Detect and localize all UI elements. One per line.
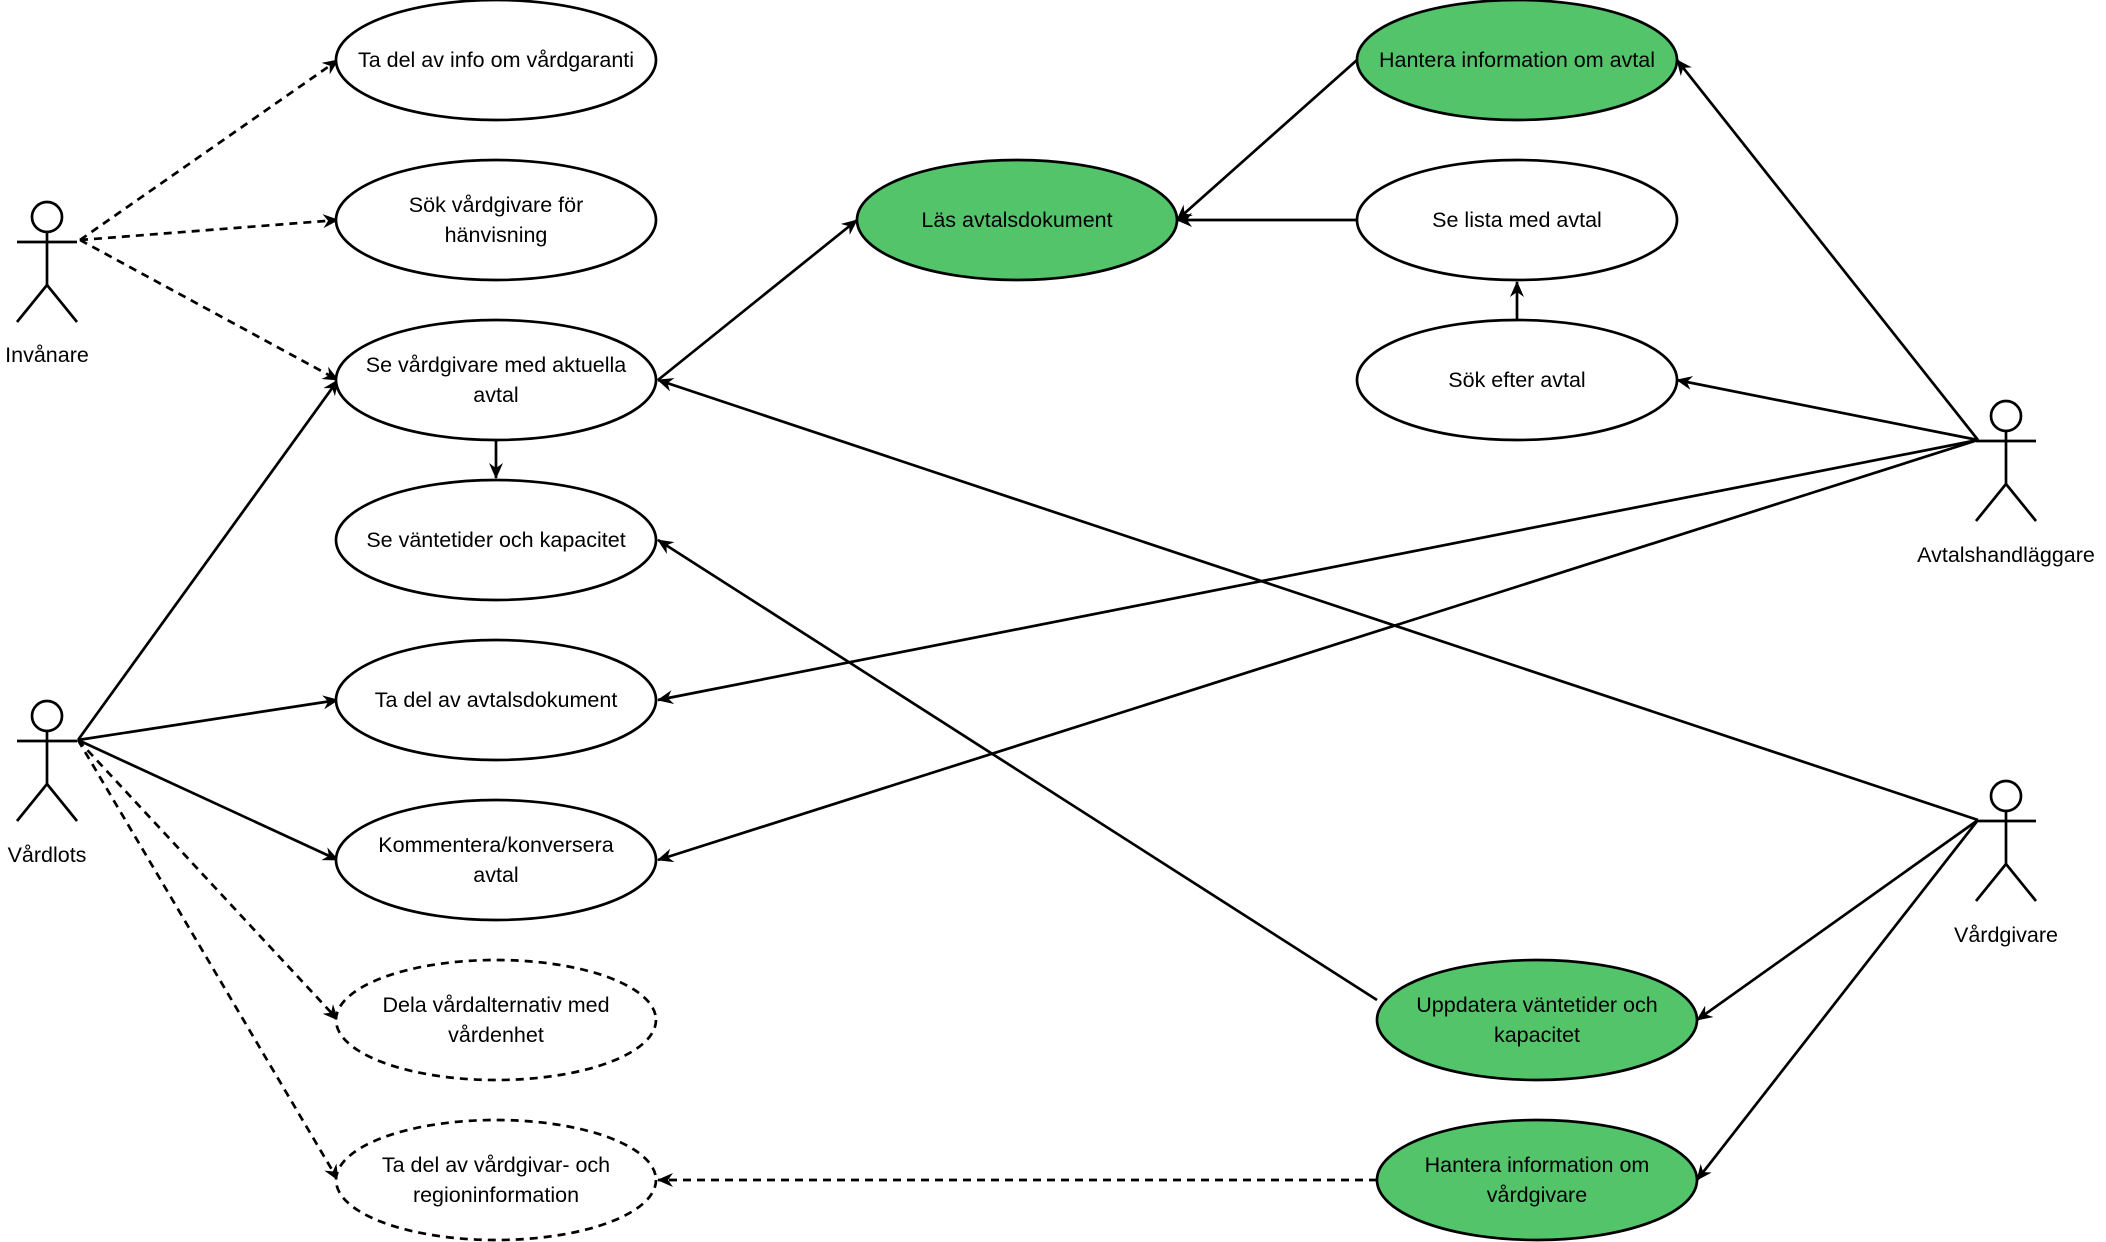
relation-invanare-to-uc_sok_hanvisning [79,214,339,242]
use-case-label: Sök efter avtal [1448,368,1585,392]
relation-vardgivare-to-uc_hantera_vardgivare [1695,819,1980,1181]
use-case-label: kapacitet [1494,1023,1580,1047]
relation-avtalshandlaggare-to-uc_ta_del_avtal [657,438,1979,704]
use-case-label: Läs avtalsdokument [921,208,1112,232]
use-case-label: Ta del av info om vårdgaranti [358,48,634,72]
relation-vardgivare-to-uc_se_vardgivare [657,378,1979,822]
relation-vardlots-to-uc_se_vardgivare [76,379,340,741]
use-case-uc-vardgaranti[interactable]: Ta del av info om vårdgaranti [334,0,658,122]
relation-uc_se_vardgivare-to-uc_las_avtal [657,218,858,382]
use-case-ellipse [334,1118,658,1242]
use-case-uc-las-avtal[interactable]: Läs avtalsdokument [855,158,1179,282]
relation-invanare-to-uc_se_vardgivare [79,238,339,382]
use-case-label: Se vårdgivare med aktuella [366,353,627,377]
relation-avtalshandlaggare-to-uc_hantera_avtal [1675,59,1980,441]
stick-figure-icon [1974,779,2038,902]
use-case-uc-hantera-vardgivare[interactable]: Hantera information om vårdgivare [1375,1118,1699,1242]
stick-figure-icon [1974,399,2038,522]
use-case-ellipse [334,318,658,442]
use-case-label: vårdenhet [448,1023,544,1047]
use-case-uc-se-vardgivare[interactable]: Se vårdgivare med aktuella avtal [334,318,658,442]
use-case-uc-kommentera[interactable]: Kommentera/konversera avtal [334,798,658,922]
use-case-label: Hantera information om avtal [1379,48,1655,72]
relation-vardlots-to-uc_ta_del_avtal [77,695,339,742]
relation-uc_uppdatera-to-uc_vantetider [657,538,1378,1002]
relation-vardlots-to-uc_dela [77,739,339,1021]
use-case-label: Ta del av vårdgivar- och [382,1153,610,1177]
actor-avtalshandlaggare[interactable]: Avtalshandläggare [1917,399,2095,567]
use-case-uc-uppdatera[interactable]: Uppdatera väntetider och kapacitet [1375,958,1699,1082]
use-case-ellipse [1355,0,1679,122]
use-case-label: Se lista med avtal [1432,208,1602,232]
use-case-ellipse [334,958,658,1082]
use-case-label: avtal [473,383,518,407]
stick-figure-icon [15,200,79,323]
use-case-uc-dela[interactable]: Dela vårdalternativ med vårdenhet [334,958,658,1082]
relation-invanare-to-uc_vardgaranti [79,58,339,242]
use-case-label: Kommentera/konversera [378,833,613,857]
use-case-label: Se väntetider och kapacitet [366,528,625,552]
use-case-uc-ta-del-avtal[interactable]: Ta del av avtalsdokument [334,638,658,762]
use-case-label: hänvisning [445,223,548,247]
use-case-uc-sok-hanvisning[interactable]: Sök vårdgivare för hänvisning [334,158,658,282]
use-case-label: Sök vårdgivare för [409,193,583,217]
actor-label: Avtalshandläggare [1917,543,2095,567]
stick-figure-icon [15,699,79,822]
use-case-ellipse [1375,958,1699,1082]
use-case-label: avtal [473,863,518,887]
actor-vardlots[interactable]: Vårdlots [8,699,87,867]
use-case-ellipse [334,638,658,762]
use-case-label: Dela vårdalternativ med [382,993,609,1017]
use-case-ellipse [334,158,658,282]
actor-label: Invånare [5,343,89,367]
relation-avtalshandlaggare-to-uc_kommentera [657,438,1979,863]
use-case-ellipse [1355,158,1679,282]
use-case-ellipse [334,798,658,922]
relation-vardlots-to-uc_kommentera [77,738,339,862]
actor-label: Vårdgivare [1954,923,2058,947]
use-case-label: Ta del av avtalsdokument [375,688,618,712]
use-case-uc-hantera-avtal[interactable]: Hantera information om avtal [1355,0,1679,122]
use-case-uc-vantetider[interactable]: Se väntetider och kapacitet [334,478,658,602]
use-case-label: vårdgivare [1487,1183,1587,1207]
relation-vardgivare-to-uc_uppdatera [1696,818,1979,1022]
use-case-label: Hantera information om [1425,1153,1650,1177]
relation-uc_hantera_avtal-to-uc_las_avtal [1176,58,1358,222]
actor-label: Vårdlots [8,843,87,867]
use-case-label: regioninformation [413,1183,579,1207]
use-case-ellipse [1375,1118,1699,1242]
use-case-ellipse [334,0,658,122]
use-case-uc-se-lista[interactable]: Se lista med avtal [1355,158,1679,282]
use-case-ellipse [855,158,1179,282]
relation-avtalshandlaggare-to-uc_sok_avtal [1676,376,1979,442]
use-case-label: Uppdatera väntetider och [1416,993,1657,1017]
use-case-uc-ta-del-region[interactable]: Ta del av vårdgivar- och regioninformatio… [334,1118,658,1242]
relations-layer [76,58,1980,1187]
use-case-ellipse [1355,318,1679,442]
actor-vardgivare[interactable]: Vårdgivare [1954,779,2058,947]
use-case-ellipse [334,478,658,602]
use-case-uc-sok-avtal[interactable]: Sök efter avtal [1355,318,1679,442]
relation-vardlots-to-uc_ta_del_region [76,739,340,1181]
actor-invanare[interactable]: Invånare [5,200,89,367]
